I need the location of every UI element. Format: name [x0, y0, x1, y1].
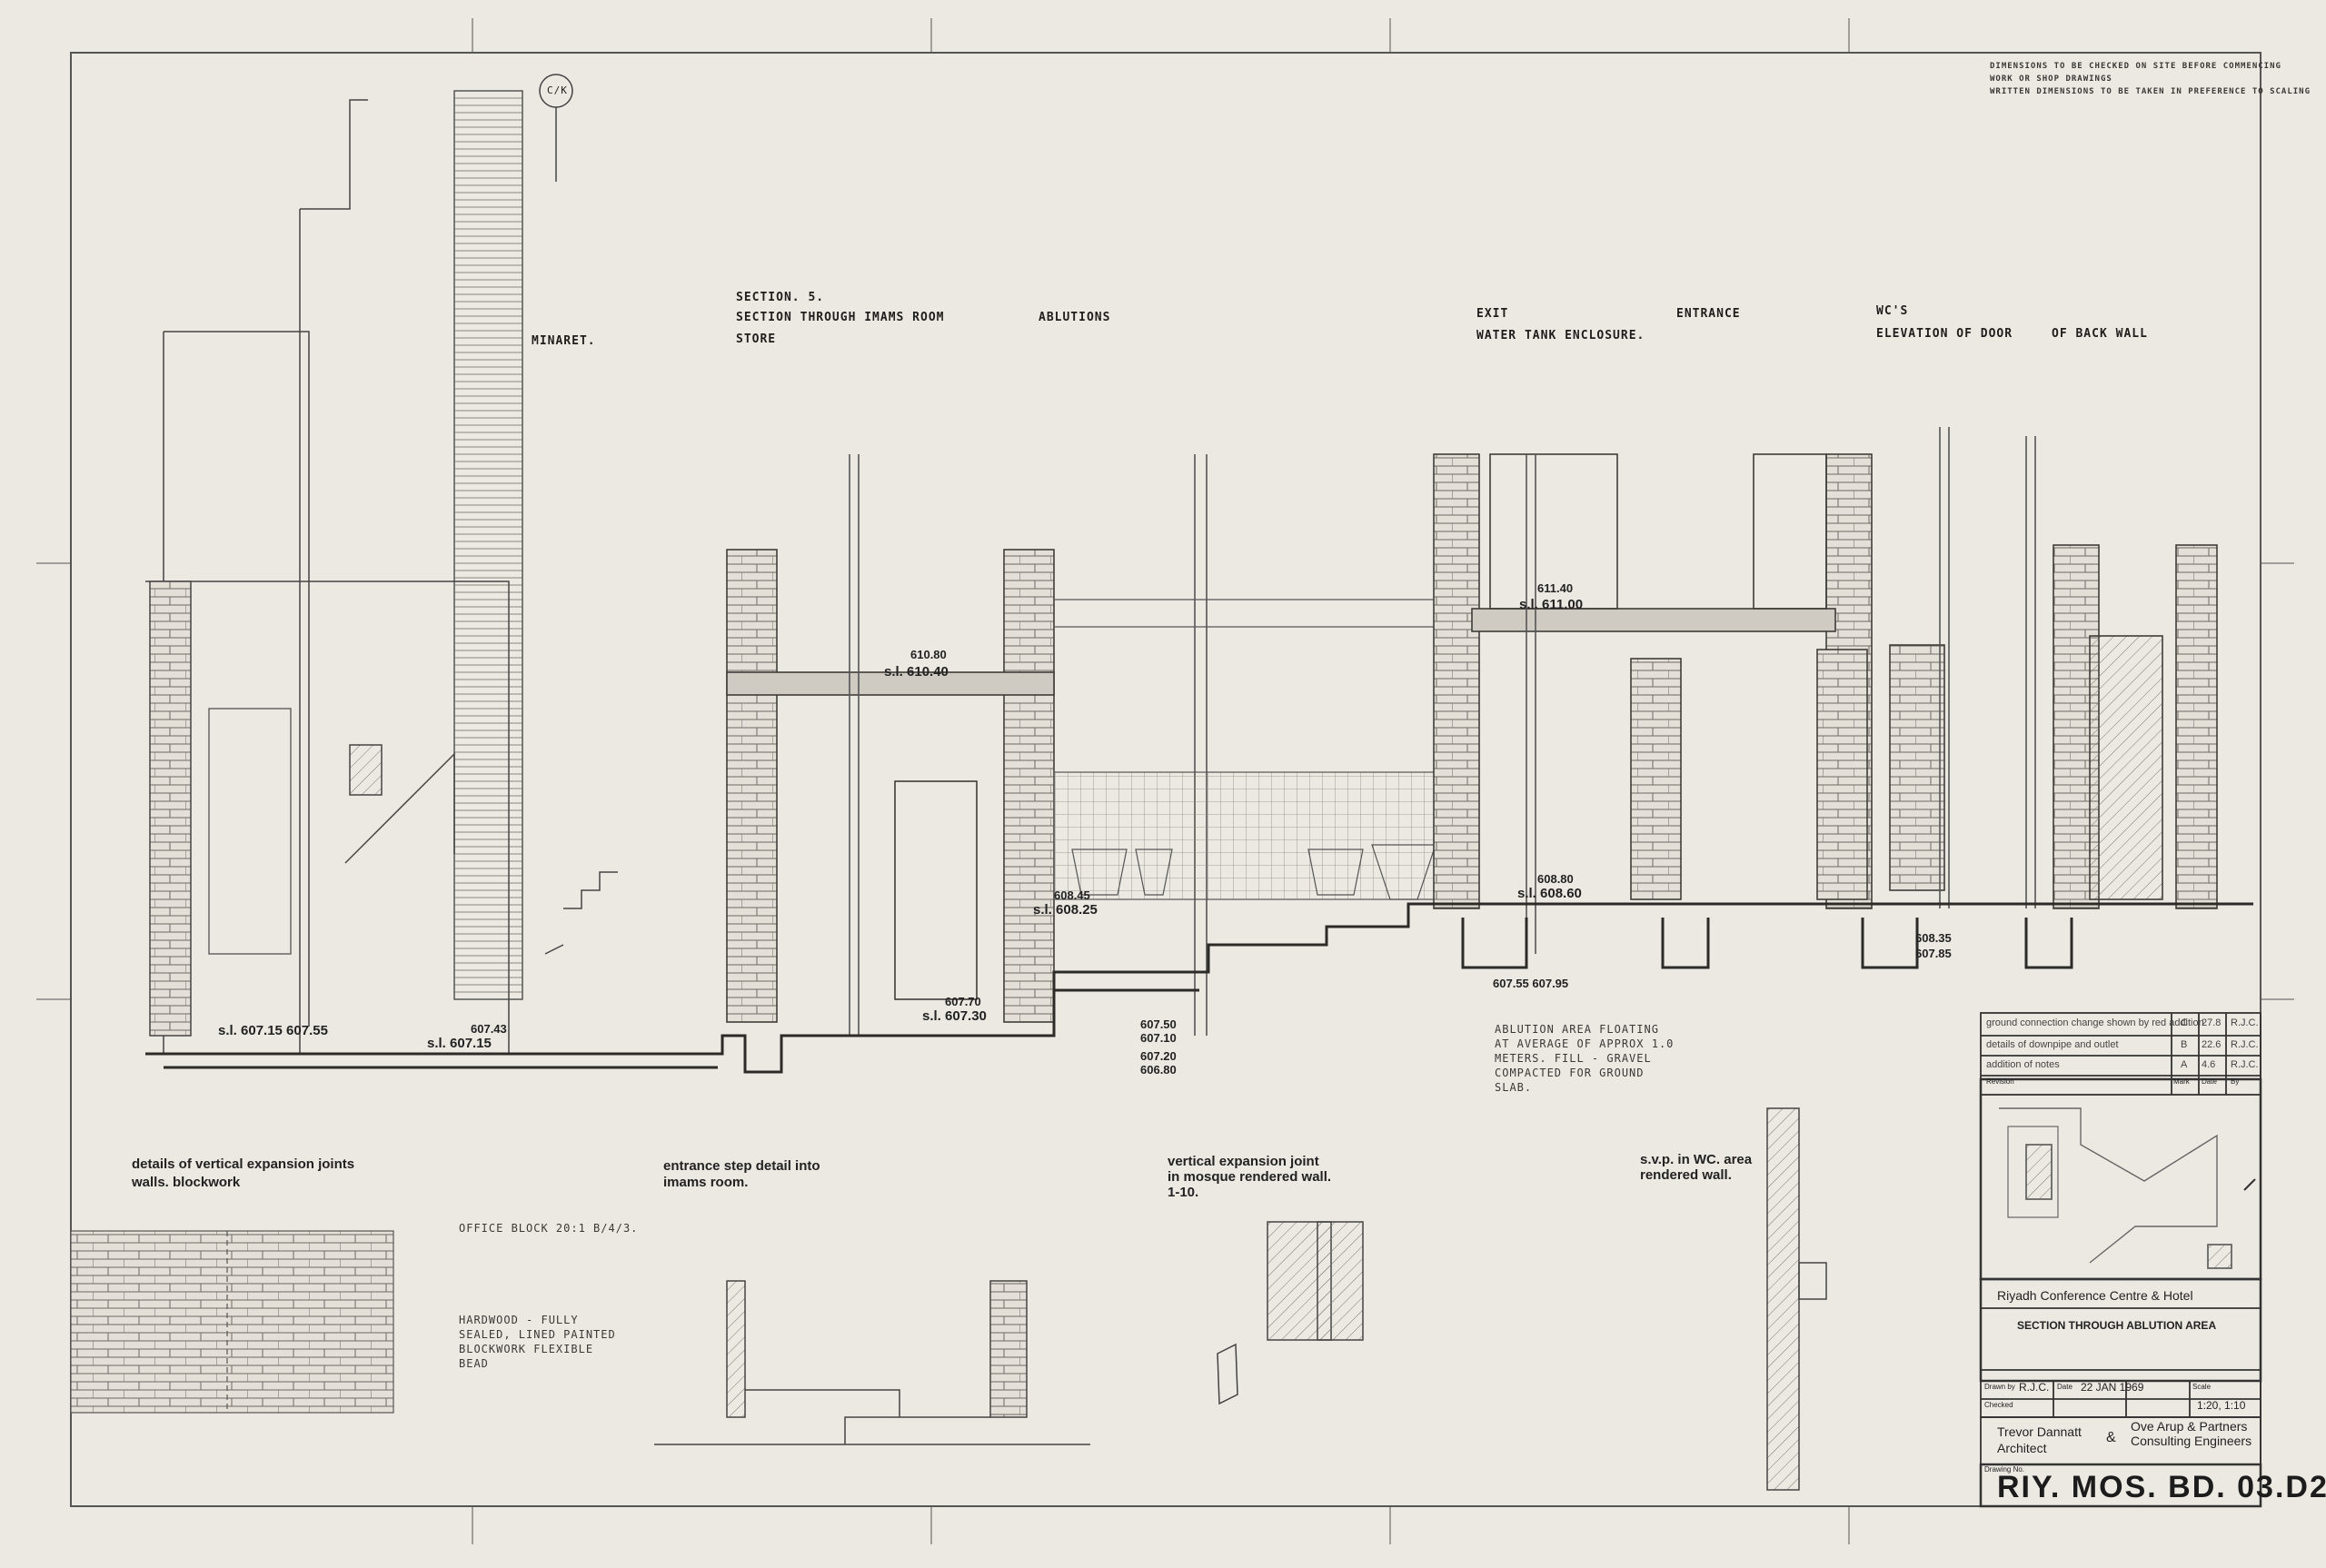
level-label: 607.50: [1140, 1017, 1177, 1031]
level-label: 608.45: [1054, 888, 1090, 902]
level-label: 611.40: [1537, 581, 1574, 595]
checked-label: Checked: [1984, 1401, 2013, 1409]
revision-header-by: By: [2231, 1077, 2240, 1086]
heading-store: STORE: [736, 332, 777, 346]
heading-elevation-door: ELEVATION OF DOOR: [1876, 327, 2013, 341]
level-label: s.l. 608.60: [1517, 886, 1582, 901]
revision-ref: C: [2181, 1017, 2188, 1028]
detail-svp: [1766, 1107, 1827, 1491]
level-label: s.l. 611.00: [1519, 597, 1584, 612]
water-tank-enclosure: [1433, 427, 2218, 954]
revision-date: 27.8: [2202, 1017, 2222, 1028]
date-label: Date: [2057, 1383, 2073, 1391]
level-label: 607.20: [1140, 1049, 1177, 1063]
level-label: s.l. 610.40: [884, 664, 949, 680]
detail-blockwork-panel: [70, 1230, 394, 1414]
heading-minaret: MINARET.: [532, 334, 596, 348]
revision-text: details of downpipe and outlet: [1986, 1039, 2119, 1050]
revision-by: R.J.C.: [2231, 1039, 2259, 1050]
level-label: 607.55 607.95: [1493, 977, 1569, 990]
level-label: 607.70: [945, 995, 981, 1008]
gridline-label: C/K: [547, 84, 568, 96]
floor-slab: [145, 902, 2253, 1074]
caption-detail-step-2: imams room.: [663, 1175, 749, 1190]
ampersand: &: [2106, 1430, 2116, 1445]
level-label: 610.80: [910, 648, 947, 661]
minaret-structure: [145, 90, 618, 1054]
heading-water-tank: WATER TANK ENCLOSURE.: [1476, 329, 1645, 342]
heading-section-imams: SECTION THROUGH IMAMS ROOM: [736, 311, 945, 324]
heading-wcs: WC's: [1876, 304, 1909, 318]
revision-date: 22.6: [2202, 1039, 2222, 1050]
revision-text: ground connection change shown by red ad…: [1986, 1017, 2204, 1028]
architect-role: Architect: [1997, 1441, 2047, 1455]
heading-back-wall: OF BACK WALL: [2052, 327, 2148, 341]
caption-detail-blockwork-2: walls. blockwork: [132, 1175, 241, 1190]
heading-ablutions: ABLUTIONS: [1039, 311, 1111, 324]
revision-header-mark: Mark: [2173, 1077, 2190, 1086]
drawing-scale: 1:20, 1:10: [2197, 1399, 2246, 1412]
revision-ref: A: [2181, 1059, 2188, 1070]
level-label: s.l. 608.25: [1033, 902, 1098, 918]
drawing-date: 22 JAN 1969: [2081, 1381, 2144, 1394]
revision-by: R.J.C.: [2231, 1017, 2259, 1028]
caption-detail-joint-scale: 1-10.: [1168, 1185, 1199, 1200]
sheet-border: [36, 18, 2294, 1544]
drawn-by: R.J.C.: [2019, 1381, 2050, 1394]
ablution-fittings: [1053, 599, 1436, 900]
detail-entrance-step: [654, 1280, 1090, 1445]
caption-detail-svp-2: rendered wall.: [1640, 1167, 1732, 1183]
revision-ref: B: [2181, 1039, 2188, 1050]
level-label: 606.80: [1140, 1063, 1177, 1077]
note-ablution-area: ABLUTION AREA FLOATING AT AVERAGE OF APP…: [1495, 1023, 1675, 1094]
level-label: s.l. 607.15: [427, 1036, 492, 1051]
level-label: 608.35: [1915, 931, 1952, 945]
gridline-marker: [539, 74, 573, 182]
drawing-number: RIY. MOS. BD. 03.D2.: [1997, 1470, 2326, 1504]
level-label: 607.85: [1915, 947, 1952, 960]
detail-expansion-joint: [1217, 1221, 1364, 1405]
title-block-frame: [1979, 1012, 2262, 1508]
caption-detail-blockwork: details of vertical expansion joints: [132, 1156, 355, 1172]
sheet-note-line2: WORK OR SHOP DRAWINGS: [1990, 74, 2112, 84]
revision-date: 4.6: [2202, 1059, 2216, 1070]
drawn-by-label: Drawn by: [1984, 1383, 2015, 1391]
drawing-title: SECTION THROUGH ABLUTION AREA: [2017, 1319, 2217, 1332]
level-label: 607.10: [1140, 1031, 1177, 1045]
project-name: Riyadh Conference Centre & Hotel: [1997, 1288, 2193, 1303]
caption-detail-joint-2: in mosque rendered wall.: [1168, 1169, 1332, 1185]
revision-header-date: Date: [2202, 1077, 2217, 1086]
revision-by: R.J.C.: [2231, 1059, 2259, 1070]
revision-header: Revision: [1986, 1077, 2014, 1086]
engineer-name: Ove Arup & Partners: [2131, 1419, 2248, 1434]
heading-entrance: ENTRANCE: [1676, 307, 1741, 321]
architect-name: Trevor Dannatt: [1997, 1424, 2082, 1439]
imams-room-walls: [726, 454, 1208, 1036]
note-office-block: OFFICE BLOCK 20:1 B/4/3.: [459, 1222, 639, 1235]
caption-detail-step: entrance step detail into: [663, 1158, 820, 1174]
level-label: 608.80: [1537, 872, 1574, 886]
heading-exit: EXIT: [1476, 307, 1509, 321]
sheet-note-line1: DIMENSIONS TO BE CHECKED ON SITE BEFORE …: [1990, 62, 2281, 71]
drawing-number-label: Drawing No.: [1984, 1465, 2025, 1474]
caption-detail-joint: vertical expansion joint: [1168, 1154, 1319, 1169]
note-hardwood: HARDWOOD - FULLY SEALED, LINED PAINTED B…: [459, 1314, 616, 1370]
heading-section-number: section. 5.: [736, 291, 825, 304]
caption-detail-svp: s.v.p. in WC. area: [1640, 1152, 1753, 1167]
revision-text: addition of notes: [1986, 1059, 2060, 1070]
sheet-note-line3: WRITTEN DIMENSIONS TO BE TAKEN IN PREFER…: [1990, 87, 2311, 96]
scale-label: Scale: [2192, 1383, 2212, 1391]
level-label: 607.43: [471, 1022, 507, 1036]
level-label: s.l. 607.15 607.55: [218, 1023, 328, 1038]
level-label: s.l. 607.30: [922, 1008, 987, 1024]
engineer-role: Consulting Engineers: [2131, 1434, 2252, 1448]
